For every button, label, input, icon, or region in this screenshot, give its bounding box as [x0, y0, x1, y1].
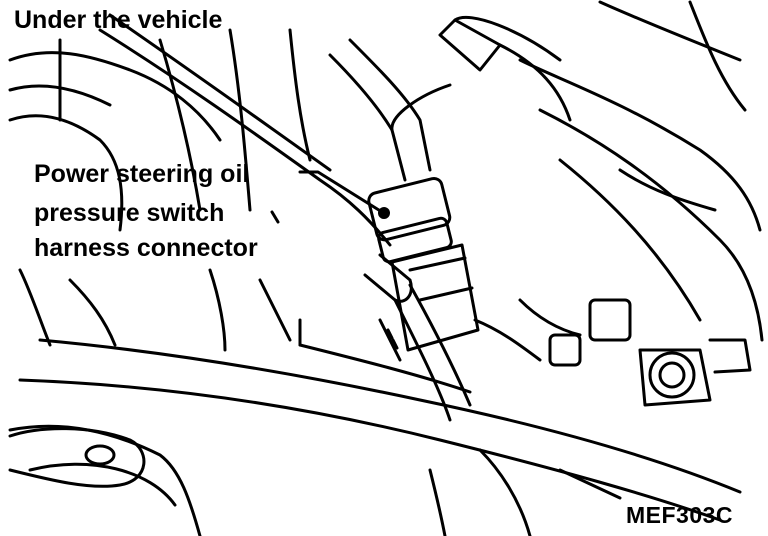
callout-dot: [378, 207, 390, 219]
location-label: Under the vehicle: [14, 6, 223, 34]
bottom-tube: [428, 448, 532, 536]
left-components: [8, 28, 312, 352]
callout-line-3: harness connector: [34, 234, 258, 262]
pressure-switch: [367, 176, 542, 362]
harness-plug: [363, 253, 472, 422]
rod: [98, 13, 392, 247]
figure-code: MEF303C: [626, 502, 734, 528]
oil-pipe: [328, 15, 572, 182]
frame-rail: [8, 318, 742, 536]
mounting-bracket: [8, 427, 146, 488]
code-leader: [558, 468, 622, 500]
transmission-housing: [518, 0, 764, 342]
bolts: [518, 298, 752, 407]
callout-line-2: pressure switch: [34, 199, 225, 227]
callout-leader: [270, 170, 384, 224]
callout-line-1: Power steering oil: [34, 160, 250, 188]
